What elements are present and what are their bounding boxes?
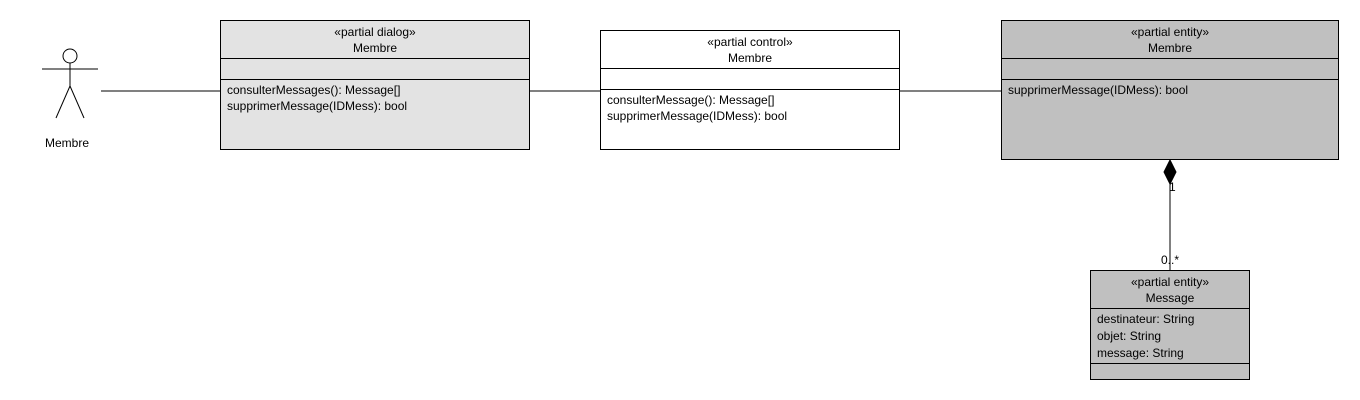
operation: supprimerMessage(IDMess): bool (607, 109, 788, 123)
class-header: «partial entity» Membre (1002, 21, 1338, 59)
actor-icon (42, 48, 98, 119)
attributes-compartment: destinateur: String objet: String messag… (1091, 309, 1249, 364)
operation: supprimerMessage(IDMess): bool (227, 99, 408, 113)
operation: consulterMessages(): Message[] (227, 83, 401, 97)
class-control-membre[interactable]: «partial control» Membre consulterMessag… (600, 30, 900, 150)
class-name: Membre (727, 51, 772, 65)
class-header: «partial entity» Message (1091, 271, 1249, 309)
attributes-compartment (601, 69, 899, 90)
attribute: destinateur: String (1097, 312, 1195, 326)
attribute: message: String (1097, 346, 1184, 360)
class-stereotype: «partial entity» (1130, 25, 1210, 39)
attributes-compartment (221, 59, 529, 80)
class-dialog-membre[interactable]: «partial dialog» Membre consulterMessage… (220, 20, 530, 150)
class-stereotype: «partial entity» (1130, 275, 1210, 289)
class-entity-membre[interactable]: «partial entity» Membre supprimerMessage… (1001, 20, 1339, 160)
operation: consulterMessage(): Message[] (607, 93, 775, 107)
attribute: objet: String (1097, 329, 1162, 343)
class-header: «partial control» Membre (601, 31, 899, 69)
class-name: Membre (1147, 41, 1192, 55)
class-name: Message (1145, 291, 1195, 305)
multiplicity-part: 0..* (1161, 253, 1180, 267)
operations-compartment: consulterMessage(): Message[] supprimerM… (601, 90, 899, 126)
class-entity-message[interactable]: «partial entity» Message destinateur: St… (1090, 270, 1250, 380)
composition-diamond-icon (1163, 158, 1177, 186)
operations-compartment: consulterMessages(): Message[] supprimer… (221, 80, 529, 116)
multiplicity-whole: 1 (1169, 180, 1176, 194)
operations-compartment (1091, 364, 1249, 368)
attributes-compartment (1002, 59, 1338, 80)
class-name: Membre (352, 41, 397, 55)
class-header: «partial dialog» Membre (221, 21, 529, 59)
class-stereotype: «partial dialog» (334, 25, 416, 39)
operation: supprimerMessage(IDMess): bool (1008, 83, 1189, 97)
actor-label: Membre (45, 136, 90, 150)
operations-compartment: supprimerMessage(IDMess): bool (1002, 80, 1338, 100)
class-stereotype: «partial control» (707, 35, 793, 49)
